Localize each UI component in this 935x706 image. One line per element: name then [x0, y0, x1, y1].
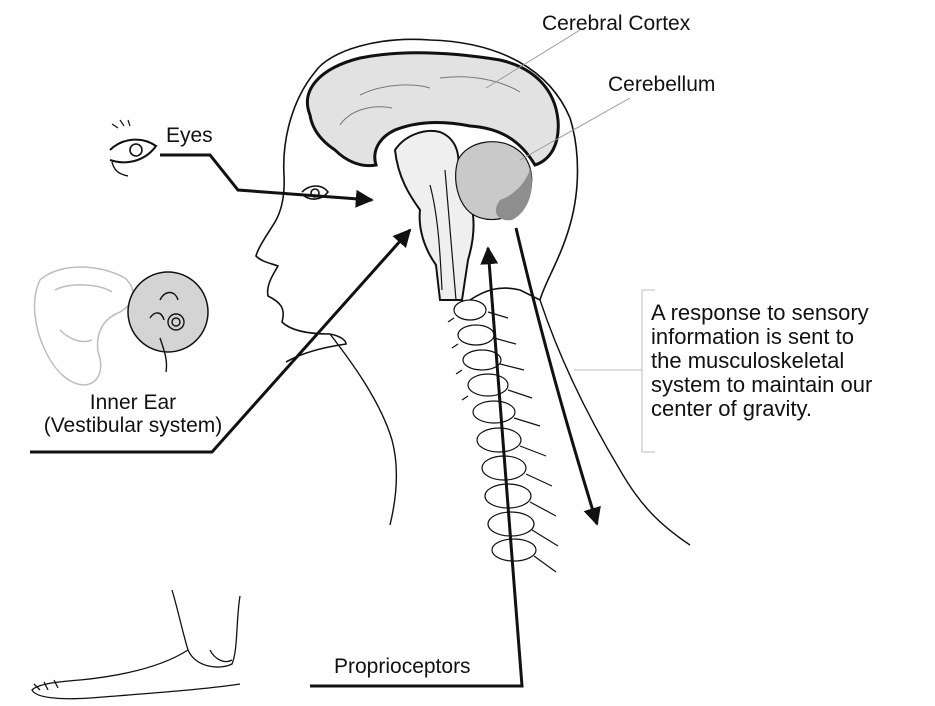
response-arrow [516, 228, 597, 524]
response-line-4: system to maintain our [651, 373, 935, 397]
response-line-2: information is sent to [651, 325, 935, 349]
response-line-3: the musculoskeletal [651, 349, 935, 373]
proprioceptors-label: Proprioceptors [334, 655, 471, 678]
response-description: A response to sensory information is sen… [651, 301, 935, 421]
response-bracket [574, 290, 655, 452]
foot-icon [32, 590, 240, 699]
inner-ear-label: Inner Ear (Vestibular system) [38, 391, 228, 437]
inner-ear-label-line2: (Vestibular system) [38, 414, 228, 437]
cerebral-cortex-label: Cerebral Cortex [542, 12, 690, 35]
cerebellum-label: Cerebellum [608, 73, 715, 96]
inner-ear-detail [128, 272, 208, 352]
response-line-1: A response to sensory [651, 301, 935, 325]
eyes-pathway-arrow [160, 155, 372, 200]
response-line-5: center of gravity. [651, 397, 935, 421]
inner-ear-label-line1: Inner Ear [38, 391, 228, 414]
eyes-label: Eyes [166, 124, 213, 147]
eye-icon [110, 120, 156, 176]
ear-icon [35, 267, 133, 385]
